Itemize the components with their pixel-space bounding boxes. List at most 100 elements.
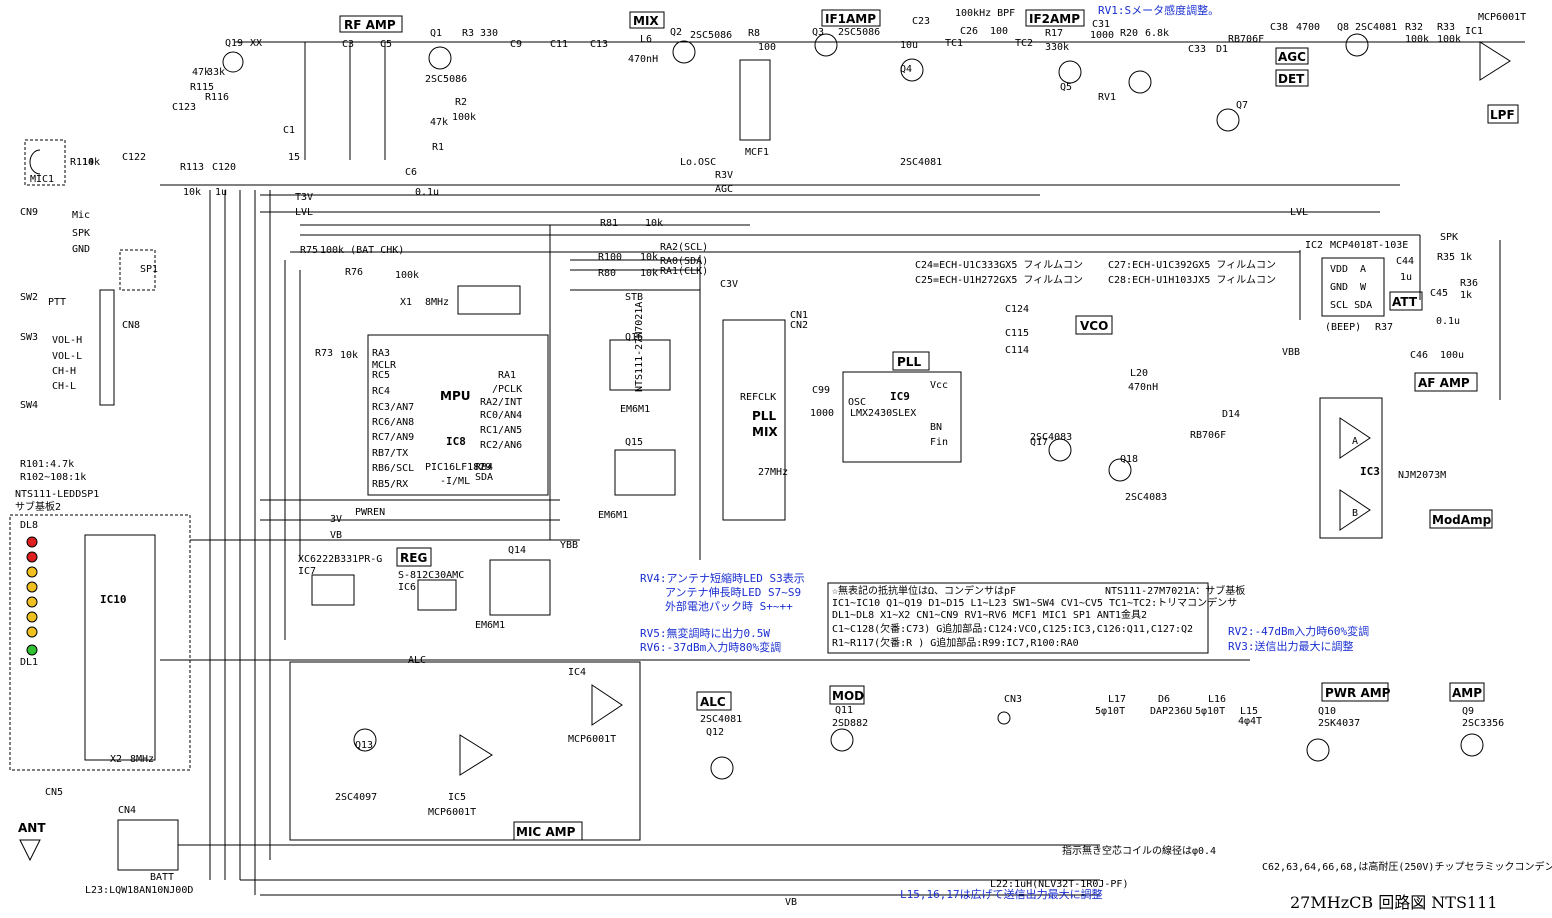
svg-text:CN2: CN2 [790,320,808,331]
svg-text:RB6/SCL: RB6/SCL [372,463,414,474]
note-rv1: RV1:Sメータ感度調整。 [1098,3,1219,17]
svg-text:CH-L: CH-L [52,381,76,392]
svg-text:10k: 10k [82,157,100,168]
svg-text:IC1: IC1 [1465,26,1483,37]
svg-text:RA1: RA1 [498,370,516,381]
svg-text:1k: 1k [1460,290,1472,301]
svg-text:R17: R17 [1045,28,1063,39]
ant-batt: ANT CN5 CN4 BATT L23:LQW18AN10NJ00D [18,787,193,896]
svg-text:CN9: CN9 [20,207,38,218]
svg-text:NJM2073M: NJM2073M [1398,470,1446,481]
svg-text:REFCLK: REFCLK [740,392,776,403]
svg-text:R36: R36 [1460,278,1478,289]
note-rv2: RV2:-47dBm入力時60%変調 [1228,624,1369,638]
svg-text:Q14: Q14 [508,545,526,556]
film-cap-notes: C24=ECH-U1C333GX5 フィルムコン C25=ECH-U1H272G… [915,259,1276,286]
svg-text:C5: C5 [380,39,392,50]
svg-text:10k: 10k [640,268,658,279]
note-rv3: RV3:送信出力最大に調整 [1228,639,1354,653]
svg-text:2SC4083: 2SC4083 [1030,432,1072,443]
svg-text:TC2: TC2 [1015,38,1033,49]
mpu-label: MPU [440,389,470,403]
bottom-notes: 指示無き空芯コイルの線径はφ0.4 C62,63,64,66,68,は高耐圧(2… [785,844,1552,912]
svg-text:NTS111-27M7021A：サブ基板: NTS111-27M7021A：サブ基板 [1105,584,1245,597]
svg-text:R81: R81 [600,218,618,229]
svg-text:R33: R33 [1437,22,1455,33]
svg-text:Q2: Q2 [670,27,682,38]
svg-text:IC3: IC3 [1360,465,1380,478]
svg-text:R2: R2 [455,97,467,108]
svg-text:B: B [1352,508,1358,519]
svg-text:BN: BN [930,422,942,433]
alc-mod-section: ALC Q12 2SC4081 MOD Q11 2SD882 [696,685,868,780]
svg-text:EM6M1: EM6M1 [475,620,505,631]
svg-text:CN1: CN1 [790,310,808,321]
svg-text:BATT: BATT [150,872,174,883]
svg-text:A: A [1360,264,1366,275]
svg-text:指示無き空芯コイルの線径はφ0.4: 指示無き空芯コイルの線径はφ0.4 [1062,844,1216,857]
vco-section: VCO C124 C115 C114 Q17 2SC4083 Q18 2SC40… [1005,304,1167,503]
svg-text:33k: 33k [207,67,225,78]
svg-text:R100: R100 [598,252,622,263]
svg-text:CN4: CN4 [118,805,136,816]
svg-text:MIX: MIX [752,425,778,439]
svg-text:ALC: ALC [408,655,426,666]
svg-text:C122: C122 [122,152,146,163]
svg-text:D14: D14 [1222,409,1240,420]
note-rv4-1: RV4:アンテナ短縮時LED S3表示 [640,571,805,585]
svg-text:C28:ECH-U1H103JX5 フィルムコン: C28:ECH-U1H103JX5 フィルムコン [1108,274,1276,286]
switch-fets: Q16 EM6M1 Q15 EM6M1 [598,332,676,521]
sub-board-ic10: R101:4.7k R102~108:1k NTS111-LEDDSP1 サブ基… [9,459,191,771]
svg-text:27MHz: 27MHz [758,467,788,478]
svg-text:R116: R116 [205,92,229,103]
svg-text:MCP4018T-103E: MCP4018T-103E [1330,240,1408,251]
svg-text:R8: R8 [748,28,760,39]
reg-section: REG XC6222B331PR-G IC7 S-812C30AMC IC6 Q… [298,545,551,631]
svg-text:Q9: Q9 [1462,706,1474,717]
mix-section: MIX Q2 2SC5086 L6 470nH R8 100 MCF1 Lo.O… [628,11,776,168]
svg-text:100: 100 [758,42,776,53]
att-ic2: IC2 MCP4018T-103E VDD GND SCL SDA A W AT… [1305,240,1478,333]
svg-text:PTT: PTT [48,297,66,308]
svg-text:R115: R115 [190,82,214,93]
svg-text:C9: C9 [510,39,522,50]
svg-text:LMX2430SLEX: LMX2430SLEX [850,408,916,419]
svg-text:YBB: YBB [560,540,578,551]
svg-text:R35: R35 [1437,252,1455,263]
agc-det-section: C33 D1 RB706F AGC DET C38 4700 Q7 Q8 2SC… [1188,22,1397,132]
svg-text:/PCLK: /PCLK [492,384,522,395]
svg-text:0.1u: 0.1u [1436,316,1460,327]
svg-text:VBB: VBB [1282,347,1300,358]
svg-text:R1~R117(欠番:R ) G追加部品:R99:IC7,: R1~R117(欠番:R ) G追加部品:R99:IC7,R100:RA0 [832,636,1079,649]
svg-text:SDA: SDA [475,472,493,483]
rf-amp-label: RF AMP [344,18,396,32]
svg-text:Q19: Q19 [225,38,243,49]
svg-text:2SC4081: 2SC4081 [1355,22,1397,33]
svg-text:C27:ECH-U1C392GX5 フィルムコン: C27:ECH-U1C392GX5 フィルムコン [1108,259,1276,271]
af-amp-ic3: C46 100u AF AMP A B IC3 NJM2073M ModAmp … [1190,350,1493,539]
svg-text:GND: GND [72,244,90,255]
svg-text:DL1: DL1 [20,657,38,668]
svg-text:A: A [1352,436,1358,447]
svg-text:LVL: LVL [295,207,313,218]
svg-text:C23: C23 [912,16,930,27]
svg-text:RC4: RC4 [372,386,390,397]
note-l15: L15,16,17は広げて送信出力最大に調整 [900,887,1103,901]
svg-text:AGC: AGC [715,184,733,195]
svg-text:RC5: RC5 [372,370,390,381]
svg-text:PLL: PLL [752,409,776,423]
svg-text:NTS111-27M7021A: NTS111-27M7021A [634,302,645,392]
lpf-section: R32 100k R33 100k IC1 MCP6001T LPF [1405,12,1526,124]
svg-text:C99: C99 [812,385,830,396]
svg-text:EM6M1: EM6M1 [620,404,650,415]
svg-text:Q16: Q16 [625,332,643,343]
svg-text:L6: L6 [640,34,652,45]
ant-label: ANT [18,821,46,835]
svg-text:STB: STB [625,292,643,303]
note-rv6: RV6:-37dBm入力時80%変調 [640,640,781,654]
vco-label: VCO [1080,319,1108,333]
pwr-amp-label: PWR AMP [1325,686,1391,700]
svg-text:CH-H: CH-H [52,366,76,377]
svg-text:C38: C38 [1270,22,1288,33]
svg-text:2SC5086: 2SC5086 [425,74,467,85]
